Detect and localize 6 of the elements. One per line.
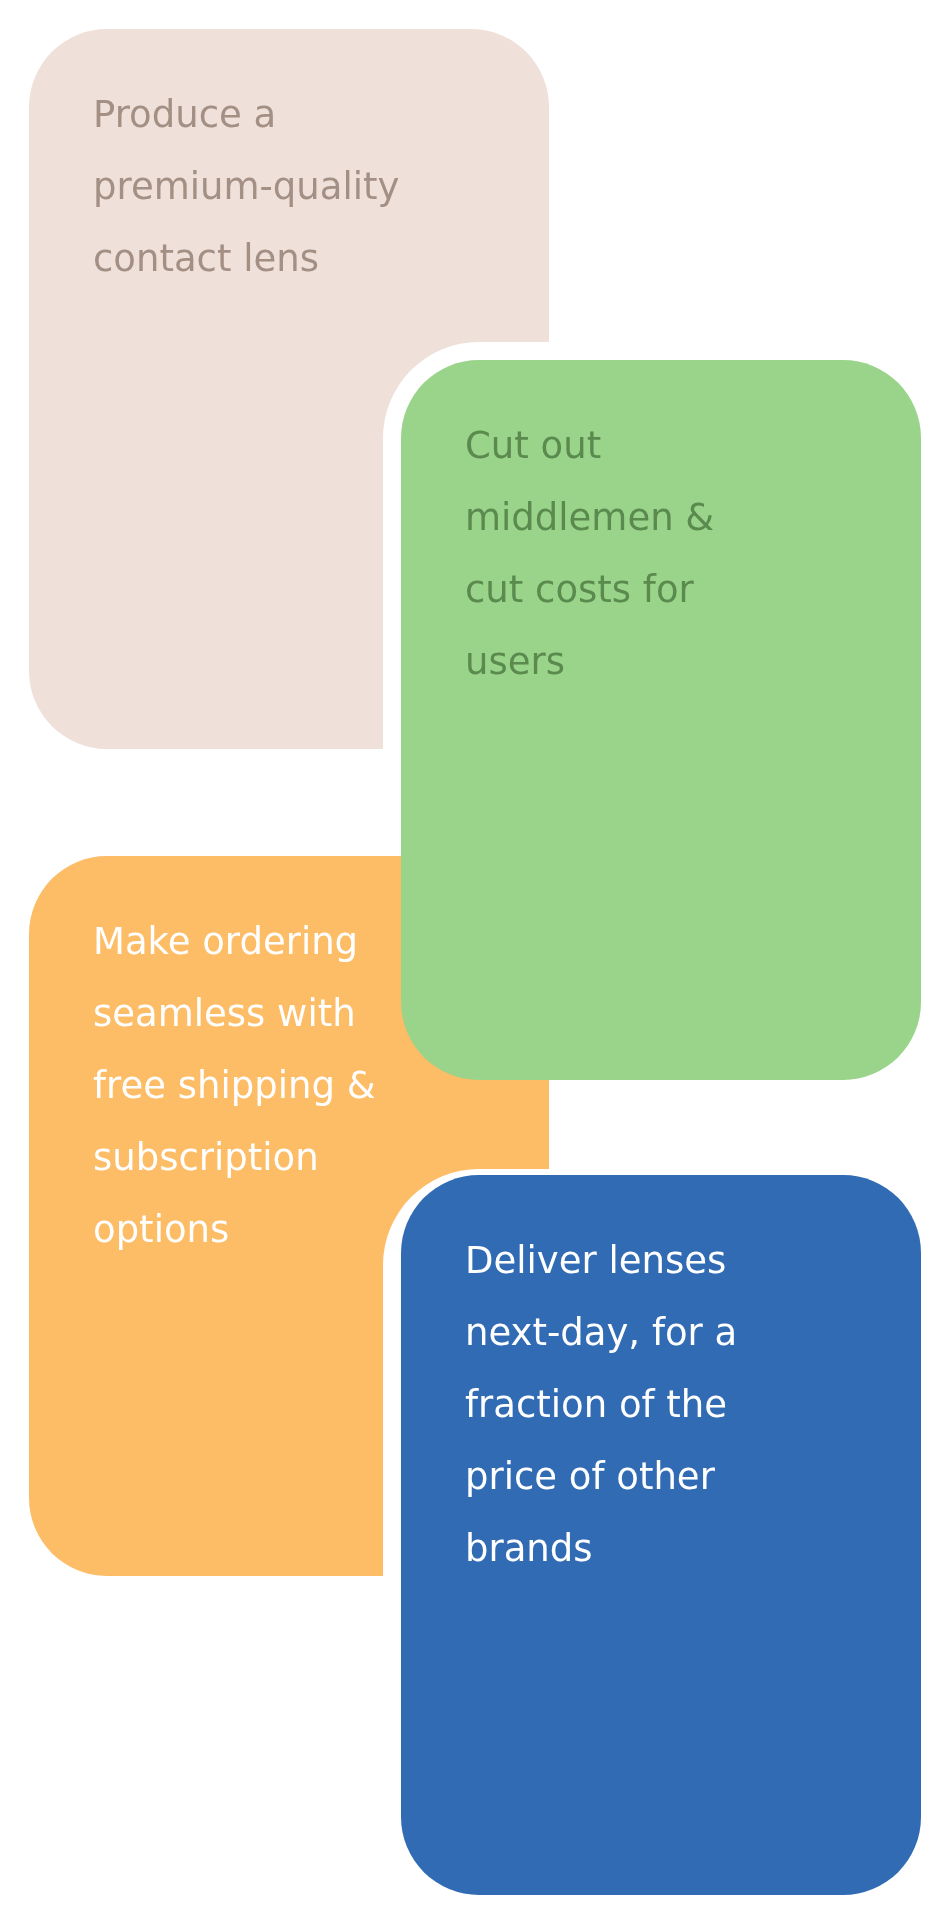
text-card [401,1175,921,1895]
card-text: Make ordering seamless with free shipping & subscription options [93,919,377,1253]
card-text: Cut out middlemen & cut costs for users [465,423,716,685]
text-card [401,360,921,1080]
card-text: Produce a premium-quality contact lens [93,92,401,282]
card-text: Deliver lenses next-day, for a fraction of the price of other brands [465,1238,739,1572]
